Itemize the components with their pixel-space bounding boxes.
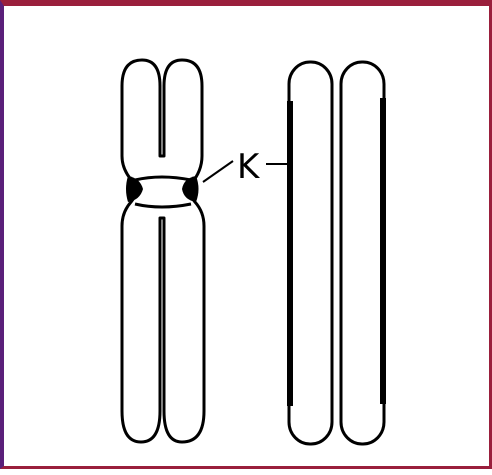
replicated-chromosome-outline	[122, 60, 204, 442]
chromosome-diagram: K	[4, 6, 492, 475]
centromere-lower-edge	[135, 204, 191, 207]
centromere-upper-edge	[135, 177, 191, 180]
separated-chromatids	[289, 62, 384, 444]
label-leader-left	[203, 161, 233, 182]
replicated-chromosome	[122, 60, 204, 442]
chromatid-right	[341, 62, 384, 444]
kinetochore-label: K	[237, 147, 261, 187]
chromatid-left	[289, 62, 332, 444]
